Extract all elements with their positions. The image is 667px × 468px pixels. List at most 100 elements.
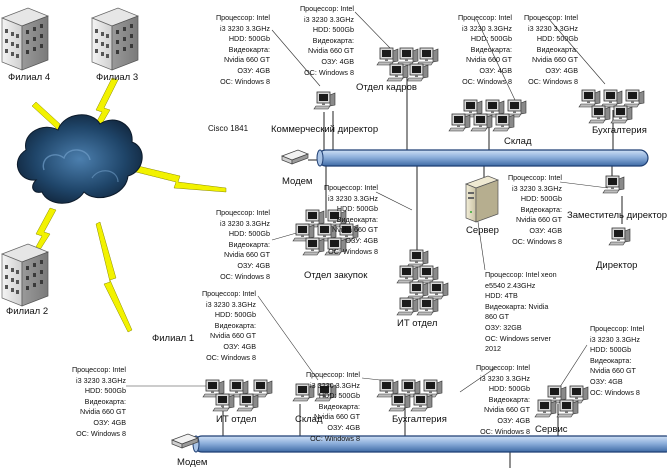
it-department-top-pcs: [396, 249, 449, 316]
deputy-director-pc: [602, 175, 625, 194]
spec-line: ОЗУ: 4GB: [223, 341, 256, 351]
it-department-bottom-pcs: [202, 379, 273, 412]
spec-line: HDD: 500Gb: [312, 25, 354, 35]
spec-line: i3 3230 3.3GHz: [76, 375, 126, 385]
spec-line: HDD: 500Gb: [520, 194, 562, 204]
spec-line: i3 3230 3.3GHz: [528, 23, 578, 33]
spec-line: i3 3230 3.3GHz: [304, 14, 354, 24]
top-modem-label: Модем: [282, 176, 313, 187]
top-modem-icon: [281, 149, 309, 165]
spec-line: i3 3230 3.3GHz: [590, 334, 640, 344]
spec-line: i3 3230 3.3GHz: [206, 299, 256, 309]
spec-line: ОС: Windows 8: [328, 246, 378, 256]
spec-line: ОС: Windows 8: [528, 76, 578, 86]
spec-line: Nvidia 660 GT: [80, 407, 126, 417]
spec-line: ОЗУ: 4GB: [237, 260, 270, 270]
director-label: Директор: [596, 260, 638, 271]
branch-3-label: Филиал 3: [96, 72, 139, 83]
spec-line: Видеокарта:: [536, 44, 578, 54]
top-backbone-bus: [316, 149, 649, 167]
spec-line: Nvidia 660 GT: [332, 225, 378, 235]
spec-line: Nvidia 660 GT: [532, 55, 578, 65]
spec-line: ОЗУ: 4GB: [321, 56, 354, 66]
branch-1-label: Филиал 1: [152, 333, 195, 344]
spec-line: HDD: 500Gb: [336, 204, 378, 214]
spec-line: Nvidia 660 GT: [308, 46, 354, 56]
spec-line: HDD: 500Gb: [228, 34, 270, 44]
wan-links: [31, 77, 227, 333]
director-pc: [608, 227, 631, 246]
spec-line: Видеокарта:: [228, 44, 270, 54]
accounting-bottom-label: Бухгалтерия: [392, 414, 447, 425]
spec-line: ОС: Windows 8: [590, 387, 640, 397]
spec-line: i3 3230 3.3GHz: [310, 380, 360, 390]
spec-line: HDD: 500Gb: [536, 34, 578, 44]
spec-line: Видеокарта:: [520, 204, 562, 214]
spec-line: Nvidia 660 GT: [224, 55, 270, 65]
spec-line: Процессор: Intel xeon: [485, 270, 557, 279]
spec-line: Видеокарта:: [214, 320, 256, 330]
warehouse-bottom-label: Склад: [295, 414, 323, 425]
spec-line: ОС: Windows 8: [310, 433, 360, 443]
spec-line: Видеокарта:: [84, 396, 126, 406]
spec-line: ОС: Windows 8: [76, 428, 126, 438]
spec-line: Процессор: Intel: [305, 370, 360, 379]
spec-line: Процессор: Intel: [475, 363, 530, 372]
it-department-bottom-label: ИТ отдел: [216, 414, 257, 425]
commercial-director-pc: [313, 91, 336, 110]
purchasing-department-label: Отдел закупок: [304, 270, 368, 281]
spec-line: Nvidia 660 GT: [516, 215, 562, 225]
spec-line: ОЗУ: 4GB: [327, 422, 360, 432]
spec-line: i3 3230 3.3GHz: [220, 23, 270, 33]
top-network-lines: [308, 72, 623, 250]
spec-line: ОС: Windows 8: [462, 76, 512, 86]
spec-line: HDD: 4TB: [485, 291, 518, 301]
spec-line: Процессор: Intel: [523, 13, 578, 22]
spec-line: 860 GT: [485, 312, 509, 322]
spec-line: Процессор: Intel: [215, 13, 270, 22]
spec-line: HDD: 500Gb: [470, 34, 512, 44]
spec-line: HDD: 500Gb: [84, 386, 126, 396]
spec-line: ОЗУ: 4GB: [545, 65, 578, 75]
spec-line: HDD: 500Gb: [214, 310, 256, 320]
hr-department-label: Отдел кадров: [356, 82, 417, 93]
spec-line: ОС: Windows 8: [480, 426, 530, 436]
internet-cloud: [16, 114, 143, 204]
spec-line: Процессор: Intel: [71, 365, 126, 374]
spec-line: ОС: Windows 8: [304, 67, 354, 77]
spec-line: Видеокарта: Nvidia: [485, 301, 549, 311]
spec-line: Видеокарта:: [336, 214, 378, 224]
spec-line: Процессор: Intel: [590, 324, 645, 333]
spec-line: e5540 2.43GHz: [485, 280, 536, 290]
router-label: Cisco 1841: [208, 124, 249, 133]
branch-3-building: [91, 7, 139, 71]
spec-line: ОЗУ: 4GB: [479, 65, 512, 75]
spec-pointer-lines: [126, 11, 609, 393]
deputy-director-label: Заместитель директора: [567, 210, 667, 221]
spec-line: i3 3230 3.3GHz: [480, 373, 530, 383]
spec-line: Nvidia 660 GT: [210, 331, 256, 341]
spec-line: i3 3230 3.3GHz: [328, 193, 378, 203]
branch-4-building: [1, 7, 49, 71]
spec-line: Видеокарта:: [318, 401, 360, 411]
spec-line: HDD: 500Gb: [318, 391, 360, 401]
spec-line: HDD: 500Gb: [590, 345, 632, 355]
commercial-director-label: Коммерческий директор: [271, 124, 379, 135]
spec-line: ОЗУ: 4GB: [590, 376, 623, 386]
spec-line: Видеокарта:: [312, 35, 354, 45]
spec-line: ОС: Windows 8: [220, 271, 270, 281]
spec-line: i3 3230 3.3GHz: [220, 218, 270, 228]
spec-line: Видеокарта:: [470, 44, 512, 54]
warehouse-top-label: Склад: [504, 136, 532, 147]
spec-line: Nvidia 660 GT: [224, 250, 270, 260]
spec-line: ОЗУ: 4GB: [529, 225, 562, 235]
spec-line: ОЗУ: 4GB: [497, 415, 530, 425]
